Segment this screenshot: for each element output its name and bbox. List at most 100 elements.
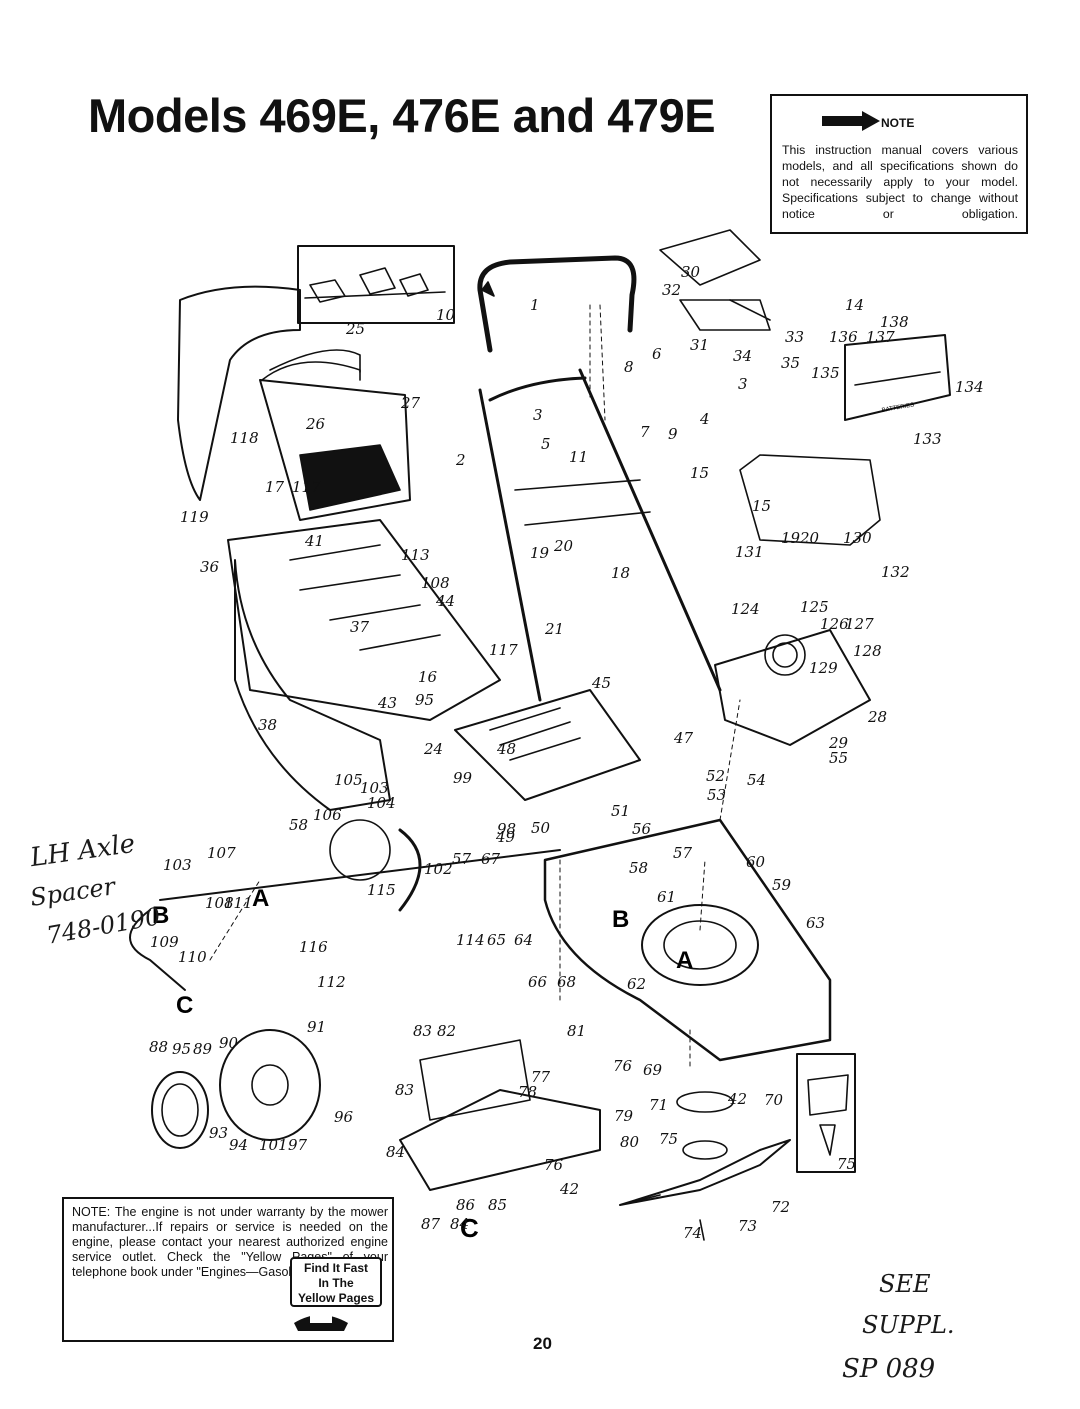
part-callout: 136	[829, 328, 858, 346]
part-callout: 45	[592, 674, 612, 692]
rear-deck-cover	[227, 519, 501, 721]
part-callout: 66	[528, 973, 548, 991]
part-callout: 110	[178, 948, 207, 966]
part-callout: 59	[772, 876, 792, 894]
part-callout: 16	[418, 668, 438, 686]
part-callout: 73	[738, 1217, 758, 1235]
yellow-pages-line: Find It Fast	[304, 1261, 368, 1275]
part-callout: 76	[544, 1156, 564, 1174]
part-callout: 62	[627, 975, 647, 993]
reference-letter-group: A B C A B C BATTERIES	[152, 402, 915, 1243]
part-callout: 132	[881, 563, 910, 581]
part-callout: 135	[811, 364, 840, 382]
part-callout: 118	[230, 429, 259, 447]
part-callout: 74	[683, 1224, 703, 1242]
warranty-text: NOTE: The engine is not under warranty b…	[72, 1205, 388, 1279]
note-text: This instruction manual covers various m…	[782, 143, 1018, 221]
rear-door	[399, 1089, 601, 1191]
part-callout: 53	[707, 786, 727, 804]
handwritten-supplement-note: SP 089	[842, 1354, 936, 1384]
part-callout: 19	[530, 544, 550, 562]
part-callout: 4	[700, 410, 710, 428]
part-callout: 75	[659, 1130, 679, 1148]
part-callout: 129	[809, 659, 838, 677]
blade-adapter-inset	[796, 1053, 856, 1173]
engine-shroud	[454, 689, 641, 801]
part-callout: 33	[785, 328, 805, 346]
part-callout: 84	[386, 1143, 406, 1161]
part-callout: 130	[843, 529, 872, 547]
part-callout: 67	[481, 850, 501, 868]
part-callout: 69	[643, 1061, 663, 1079]
part-callout: 64	[514, 931, 534, 949]
part-callout: 49	[496, 828, 516, 846]
part-callout: 101	[259, 1136, 288, 1154]
part-callout: 114	[456, 931, 485, 949]
part-callout: 83	[395, 1081, 415, 1099]
part-callout: 18	[611, 564, 631, 582]
part-callout: 50	[531, 819, 551, 837]
part-callout: 26	[306, 415, 326, 433]
part-callout: 57	[673, 844, 693, 862]
part-callout: 117	[489, 641, 518, 659]
part-callout: 134	[955, 378, 984, 396]
part-callout: 55	[829, 749, 849, 767]
part-callout: 3	[738, 375, 748, 393]
part-callout: 27	[401, 394, 421, 412]
part-callout: 61	[657, 888, 677, 906]
part-callout: 113	[401, 546, 430, 564]
page-title: Models 469E, 476E and 479E	[88, 89, 716, 142]
part-callout: 133	[913, 430, 942, 448]
part-callout: 76	[613, 1057, 633, 1075]
telephone-icon	[294, 1315, 348, 1331]
mower-blade	[619, 1139, 791, 1206]
note-box: NOTE This instruction manual covers vari…	[770, 94, 1028, 234]
mower-deck	[543, 818, 832, 1062]
part-callout: 86	[456, 1196, 476, 1214]
part-callout: 11	[569, 448, 589, 466]
detail-inset-box	[297, 245, 455, 324]
part-callout: 108	[205, 894, 234, 912]
page-number: 20	[533, 1334, 552, 1353]
ref-letter: C	[460, 1213, 479, 1243]
part-callout: 65	[487, 931, 507, 949]
part-callout: 37	[350, 618, 370, 636]
part-callout: 8	[624, 358, 634, 376]
part-callout: 103	[360, 779, 389, 797]
part-callout: 56	[632, 820, 652, 838]
part-callout: 99	[453, 769, 473, 787]
part-callout: 93	[209, 1124, 229, 1142]
part-callout: 75	[837, 1155, 857, 1173]
part-callout: 21	[545, 620, 565, 638]
arrow-right-icon	[822, 111, 880, 131]
part-callout: 34	[733, 347, 753, 365]
part-callout: 109	[150, 933, 179, 951]
note-label: NOTE	[881, 116, 915, 130]
part-callout: 58	[629, 859, 649, 877]
part-callout: 5	[541, 435, 551, 453]
part-callout: 105	[334, 771, 363, 789]
part-callout: 81	[567, 1022, 587, 1040]
part-callout: 87	[421, 1215, 441, 1233]
part-callout: 107	[207, 844, 236, 862]
part-callout: 78	[518, 1083, 538, 1101]
part-callout: 85	[488, 1196, 508, 1214]
hubcap	[151, 1071, 209, 1149]
part-callout: 127	[845, 615, 874, 633]
grass-bag	[177, 285, 301, 501]
part-callout: 57	[452, 850, 472, 868]
part-callout: 96	[334, 1108, 354, 1126]
part-callout: 117	[292, 478, 321, 496]
part-callout: 131	[735, 543, 764, 561]
part-callout: 10	[436, 306, 456, 324]
part-callout: 20	[800, 529, 820, 547]
part-callout: 119	[180, 508, 209, 526]
part-callout: 43	[378, 694, 398, 712]
handwritten-supplement-note: SUPPL.	[862, 1311, 955, 1339]
part-callout: 95	[415, 691, 435, 709]
part-callout: 25	[346, 320, 366, 338]
ref-letter: C	[176, 992, 193, 1019]
part-callout: 1	[530, 296, 540, 314]
yellow-pages-line: Yellow Pages	[297, 1291, 375, 1305]
